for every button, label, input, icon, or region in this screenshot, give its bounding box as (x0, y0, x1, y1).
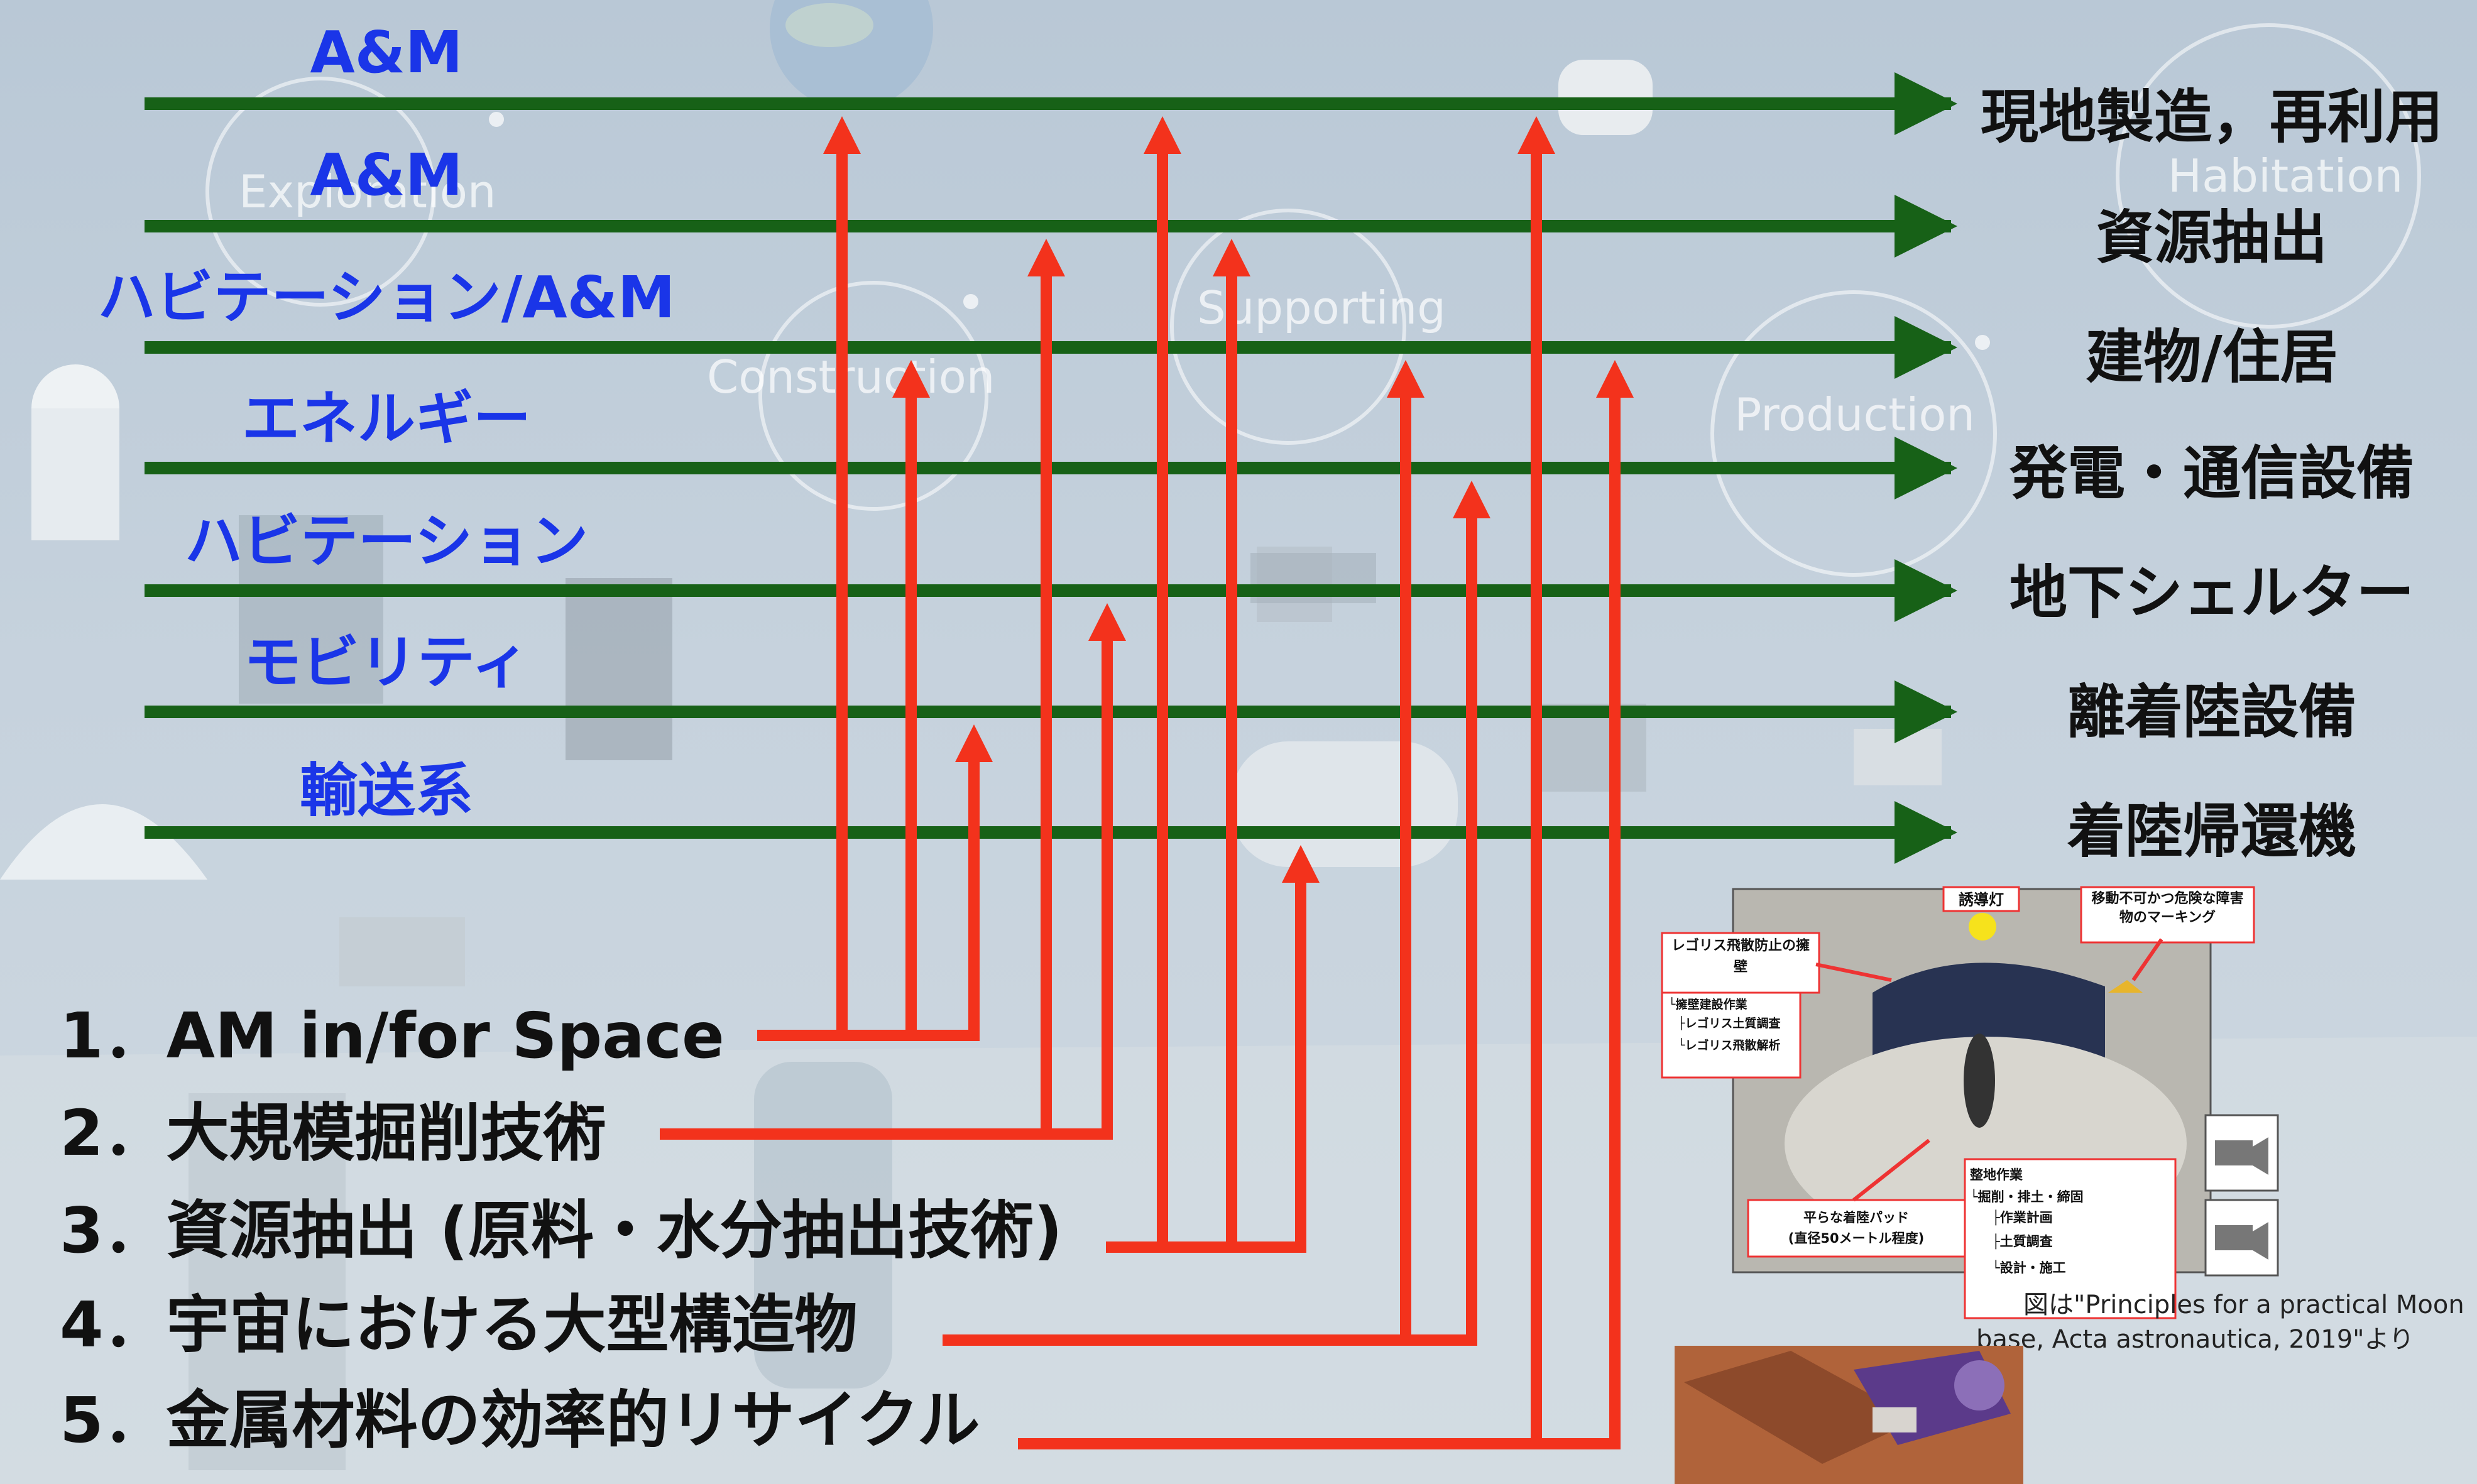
inset-label-flat-landing-pad: 平らな着陸パッド (1803, 1210, 1909, 1225)
application-label-3: 発電・通信設備 (2009, 440, 2414, 507)
inset-label-scatter-analysis: └レゴリス飛散解析 (1678, 1037, 1780, 1052)
technology-label-3: 3．資源抽出 (原料・水分抽出技術) (60, 1194, 1063, 1267)
technology-3-arrowhead-row-6 (1282, 845, 1320, 883)
category-label-habitation-am: ハビテーション/A&M (98, 264, 675, 331)
inset-label-excavation: └掘削・排土・締固 (1970, 1189, 2084, 1204)
category-label-energy: エネルギー (242, 385, 531, 452)
technology-4-arrowhead-row-2 (1387, 360, 1424, 398)
technology-label-2: 2．大規模掘削技術 (60, 1096, 606, 1170)
technology-1-arrowhead-row-2 (892, 360, 930, 398)
technology-2-arrowhead-row-1 (1027, 239, 1065, 276)
bg-word-construction: Construction (707, 351, 995, 403)
inset-label-regolith-wall: レゴリス飛散防止の擁壁 (1671, 938, 1810, 975)
category-label-am-2: A&M (310, 141, 463, 209)
technology-1-arrowhead-row-0 (823, 116, 861, 154)
technology-2-arrowhead-row-4 (1088, 603, 1126, 641)
video-camera-icon (2204, 1199, 2279, 1277)
technology-5-arrowhead-row-2 (1596, 360, 1634, 398)
category-label-transport: 輸送系 (300, 757, 473, 824)
technology-5-arrowhead-row-0 (1517, 116, 1555, 154)
technology-label-5: 5．金属材料の効率的リサイクル (60, 1383, 980, 1457)
technology-3-arrowhead-row-1 (1213, 239, 1250, 276)
guide-light-icon (1969, 913, 1996, 941)
technology-1-arrowhead-row-5 (955, 724, 993, 762)
inset-label-pad-diameter: (直径50メートル程度) (1788, 1231, 1924, 1246)
inset-caption-line-1: 図は"Principles for a practical Moon (2023, 1290, 2464, 1319)
application-label-1: 資源抽出 (2096, 204, 2327, 271)
inset-label-soil-investigation: ├土質調査 (1992, 1233, 2053, 1250)
video-camera-icon (2204, 1114, 2279, 1192)
inset-label-grading: 整地作業 (1970, 1167, 2023, 1182)
technology-4-arrowhead-row-3 (1453, 481, 1490, 518)
application-label-5: 離着陸設備 (2067, 679, 2356, 746)
base-illustration-inset (1675, 1346, 2023, 1484)
bg-word-production: Production (1734, 388, 1975, 441)
application-label-0: 現地製造，再利用 (1981, 84, 2443, 151)
technology-3-arrowhead-row-0 (1144, 116, 1181, 154)
inset-caption-line-2: base, Acta astronautica, 2019"より (1976, 1325, 2414, 1354)
bg-word-supporting: Supporting (1197, 281, 1446, 334)
inset-label-wall-construction: └擁壁建設作業 (1668, 996, 1747, 1012)
application-label-2: 建物/住居 (2086, 324, 2338, 391)
category-label-mobility: モビリティ (244, 629, 529, 696)
inset-label-hazard-marking: 移動不可かつ危険な障害物のマーキング (2091, 891, 2244, 925)
inset-label-soil-survey: ├レゴリス土質調査 (1678, 1016, 1781, 1030)
technology-label-1: 1．AM in/for Space (60, 999, 725, 1072)
technology-label-4: 4．宇宙における大型構造物 (60, 1288, 858, 1361)
application-label-4: 地下シェルター (2009, 559, 2414, 626)
category-label-habitation: ハビテーション (185, 508, 588, 575)
inset-label-guide-light: 誘導灯 (1959, 891, 2004, 908)
bg-word-exploration: Exploration (239, 165, 496, 218)
landing-pad-inset: 誘導灯 移動不可かつ危険な障害物のマーキング レゴリス飛散防止の擁壁 └擁壁建設… (1661, 886, 2464, 1354)
category-label-am-1: A&M (310, 19, 463, 86)
application-label-6: 着陸帰還機 (2067, 798, 2356, 865)
inset-label-work-plan: ├作業計画 (1992, 1209, 2053, 1226)
inset-label-design-build: └設計・施工 (1992, 1260, 2066, 1275)
earth-icon (770, 0, 933, 110)
bg-word-habitation: Habitation (2168, 150, 2403, 202)
